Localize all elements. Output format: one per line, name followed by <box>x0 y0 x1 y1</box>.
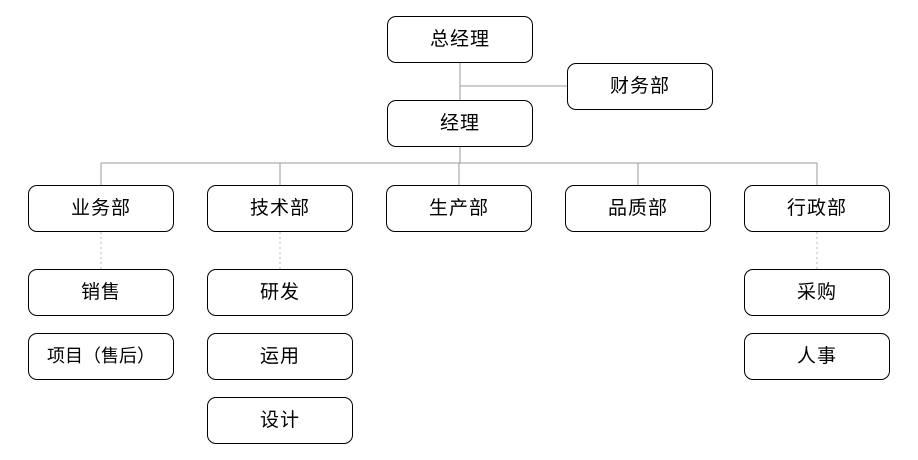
node-label-general-manager: 总经理 <box>429 28 490 50</box>
node-purchasing[interactable]: 采购 <box>744 269 890 316</box>
node-label-hr: 人事 <box>796 345 837 367</box>
node-project-after-sales[interactable]: 项目（售后） <box>28 333 174 380</box>
node-tech-dept[interactable]: 技术部 <box>207 185 353 232</box>
node-production-dept[interactable]: 生产部 <box>386 185 532 232</box>
node-label-quality-dept: 品质部 <box>607 197 668 219</box>
node-label-project-after-sales: 项目（售后） <box>47 345 155 367</box>
node-label-design: 设计 <box>259 409 300 431</box>
node-label-tech-dept: 技术部 <box>249 197 310 219</box>
node-label-admin-dept: 行政部 <box>786 197 847 219</box>
node-admin-dept[interactable]: 行政部 <box>744 185 890 232</box>
node-general-manager[interactable]: 总经理 <box>387 16 533 63</box>
node-label-purchasing: 采购 <box>796 281 837 303</box>
node-finance-dept[interactable]: 财务部 <box>567 63 713 110</box>
node-hr[interactable]: 人事 <box>744 333 890 380</box>
node-quality-dept[interactable]: 品质部 <box>565 185 711 232</box>
node-label-business-dept: 业务部 <box>70 197 131 219</box>
node-rd[interactable]: 研发 <box>207 269 353 316</box>
node-label-manager: 经理 <box>439 112 480 134</box>
node-label-operations: 运用 <box>259 345 300 367</box>
node-business-dept[interactable]: 业务部 <box>28 185 174 232</box>
node-design[interactable]: 设计 <box>207 397 353 444</box>
node-sales[interactable]: 销售 <box>28 269 174 316</box>
node-manager[interactable]: 经理 <box>387 100 533 147</box>
node-operations[interactable]: 运用 <box>207 333 353 380</box>
node-label-rd: 研发 <box>259 281 300 303</box>
node-label-sales: 销售 <box>80 281 121 303</box>
node-label-production-dept: 生产部 <box>428 197 489 219</box>
node-label-finance-dept: 财务部 <box>609 75 670 97</box>
